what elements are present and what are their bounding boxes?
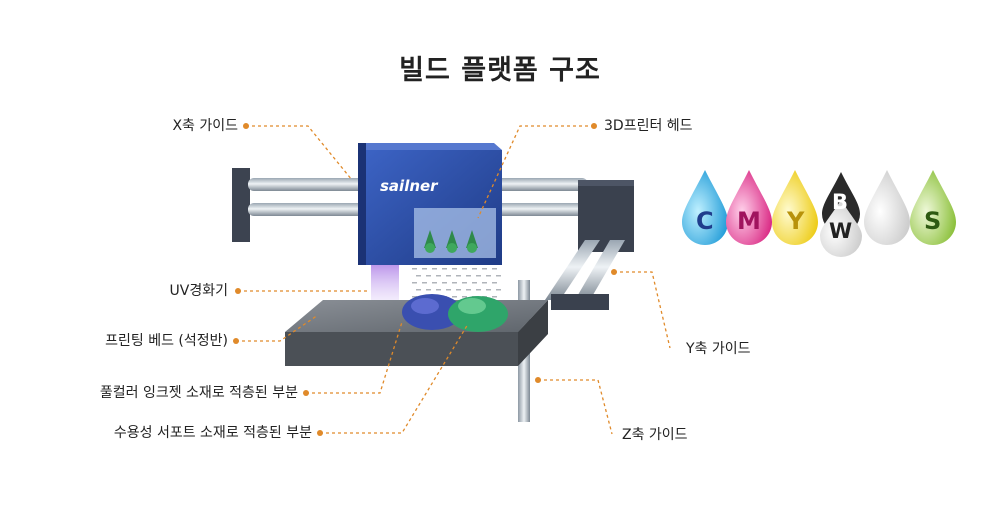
spray-dot: [426, 275, 431, 277]
spray-dot: [492, 268, 497, 270]
spray-dot: [476, 275, 481, 277]
spray-dot: [456, 289, 461, 291]
ink-letter-w: W: [829, 219, 853, 243]
label-print-bed: 프린팅 베드 (석정반): [105, 333, 228, 349]
label-y-axis-guide: Y축 가이드: [686, 341, 751, 357]
spray-dot: [486, 289, 491, 291]
spray-dot: [422, 268, 427, 270]
spray-dot: [426, 289, 431, 291]
ink-drop-clear: [864, 170, 910, 245]
label-z-axis-guide: Z축 가이드: [622, 427, 688, 443]
spray-dot: [442, 268, 447, 270]
spray-dot: [492, 296, 497, 298]
ink-letter-s: S: [924, 207, 942, 235]
spray-dot: [462, 296, 467, 298]
ink-letter-m: M: [737, 207, 761, 235]
spray-dot: [472, 268, 477, 270]
spray-dot: [466, 289, 471, 291]
leader-lines: [236, 125, 671, 435]
spray-dot: [492, 282, 497, 284]
ink-letter-y: Y: [787, 207, 805, 235]
spray-dot: [412, 268, 417, 270]
ink-letter-b: B: [832, 190, 849, 214]
logo-text: sailner: [380, 177, 438, 195]
label-support-part: 수용성 서포트 소재로 적층된 부분: [113, 425, 312, 441]
label-uv-lamp: UV경화기: [169, 283, 228, 299]
ink-letter-c: C: [696, 207, 714, 235]
spray-dot: [462, 268, 467, 270]
spray-dot: [412, 296, 417, 298]
print-head: [358, 143, 502, 265]
spray-dot: [482, 268, 487, 270]
spray-dot: [436, 275, 441, 277]
spray-dot: [486, 275, 491, 277]
spray-dot: [412, 282, 417, 284]
spray-dot: [472, 282, 477, 284]
y-axis-guide: [545, 240, 625, 310]
spray-dot: [432, 268, 437, 270]
ink-drop-s: [910, 170, 956, 245]
spray-dot: [436, 289, 441, 291]
spray-dot: [482, 282, 487, 284]
spray-dot: [466, 275, 471, 277]
label-full-color-part: 풀컬러 잉크젯 소재로 적층된 부분: [99, 385, 298, 401]
ink-drop-m: [726, 170, 772, 245]
spray-dot: [442, 282, 447, 284]
ink-drop-y: [772, 170, 818, 245]
spray-dot: [496, 289, 501, 291]
ink-drop-bw: [820, 172, 862, 257]
spray-dot: [432, 282, 437, 284]
diagram-title: 빌드 플랫폼 구조: [399, 55, 601, 86]
spray-dot: [452, 296, 457, 298]
printed-object: [402, 294, 508, 332]
ink-drop-c: [682, 170, 728, 245]
spray-dot: [456, 275, 461, 277]
spray-dot: [452, 268, 457, 270]
leader-dots: [233, 123, 617, 436]
spray-dot: [416, 275, 421, 277]
spray-dot: [462, 282, 467, 284]
spray-dot: [422, 282, 427, 284]
label-printer-head: 3D프린터 헤드: [604, 118, 693, 134]
spray-dot: [446, 289, 451, 291]
print-nozzles: [424, 230, 478, 253]
spray-dot: [446, 275, 451, 277]
spray-dot: [476, 289, 481, 291]
spray-dot: [496, 275, 501, 277]
spray-dot: [452, 282, 457, 284]
label-x-axis-guide: X축 가이드: [172, 118, 238, 134]
spray-dot: [416, 289, 421, 291]
